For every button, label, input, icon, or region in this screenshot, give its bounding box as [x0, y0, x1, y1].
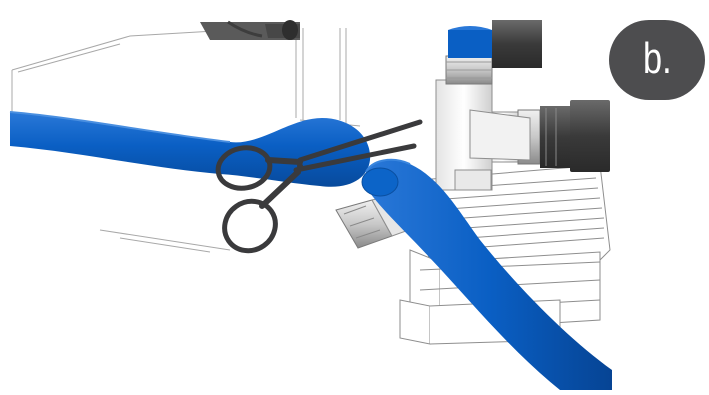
left-hose: [10, 112, 370, 187]
step-badge: b.: [609, 20, 705, 100]
step-badge-label: b.: [643, 37, 672, 81]
background-hose: [200, 20, 300, 40]
